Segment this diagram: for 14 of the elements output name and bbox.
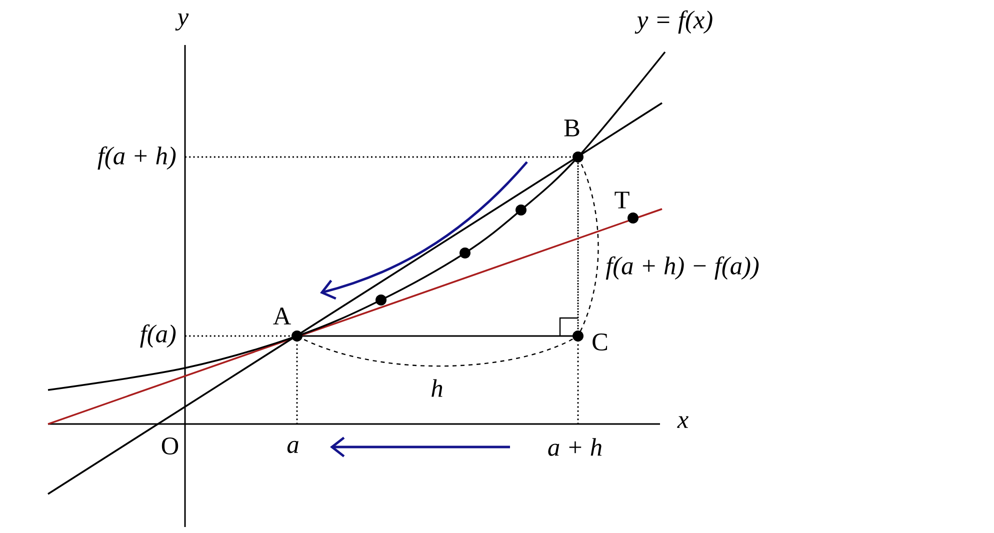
- point-label: T: [614, 192, 630, 208]
- origin-label: O: [162, 438, 178, 455]
- point-label: A: [273, 308, 291, 324]
- curve-label: y = f(x): [634, 10, 712, 34]
- length-label: h: [432, 379, 442, 397]
- point-label: C: [592, 334, 608, 351]
- point-label: B: [564, 120, 580, 136]
- value-label: f(a): [140, 324, 176, 348]
- value-label: f(a + h): [98, 146, 176, 170]
- axis-label: y: [175, 13, 189, 31]
- value-label: a: [287, 440, 298, 454]
- value-label: a + h: [548, 438, 602, 456]
- difference-label: f(a + h) − f(a)): [606, 256, 759, 280]
- axis-label: x: [677, 416, 688, 428]
